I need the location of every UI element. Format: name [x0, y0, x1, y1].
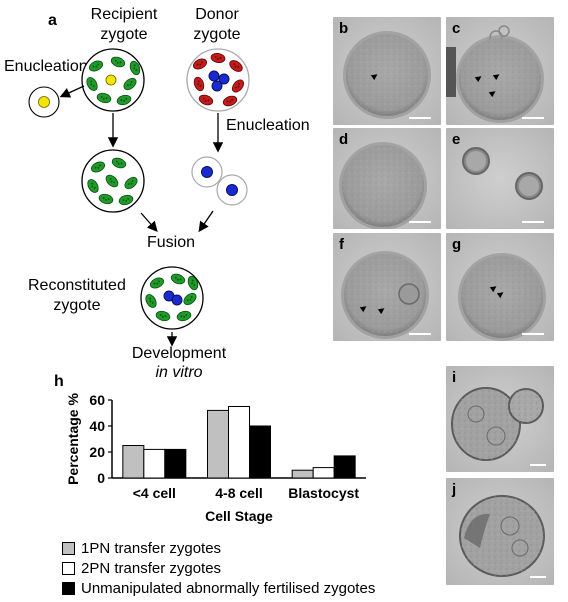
panel-f-letter: f: [339, 236, 344, 253]
scale-bar-c: [522, 117, 544, 119]
recipient-label-text: Recipient zygote: [90, 6, 158, 43]
micrograph-j: j: [446, 478, 554, 585]
scale-bar-g: [522, 333, 544, 335]
micrograph-c: c: [446, 17, 554, 125]
recipient-zygote: [81, 48, 145, 112]
micrograph-i: i: [446, 366, 554, 472]
schematic-drawing: [28, 48, 250, 347]
bar-chart-h: 0 20 40 60 <4 cell 4-8 cell Blastocyst Percenta…: [65, 392, 366, 524]
chart-legend: 1PN transfer zygotes 2PN transfer zygote…: [0, 540, 420, 602]
micrograph-e: e: [446, 128, 554, 229]
scale-bar-f: [409, 333, 431, 335]
legend-label-2pn: 2PN transfer zygotes: [81, 560, 222, 577]
scale-bar-j: [530, 576, 546, 578]
panel-a-schematic: a Recipient zygote Donor zygote Enucleat…: [0, 0, 330, 381]
panel-e-letter: e: [452, 131, 461, 148]
yellow-pronucleus: [105, 74, 117, 86]
scale-bar-b: [409, 117, 431, 119]
panel-b-letter: b: [339, 20, 349, 37]
bar: [143, 448, 166, 479]
legend-swatch-2pn: [62, 562, 75, 575]
y-axis-label: Percentage %: [65, 393, 81, 485]
micrograph-f: f: [333, 233, 441, 341]
schematic-arrows: [59, 85, 224, 347]
in-vitro-label: in vitro: [155, 364, 203, 381]
y-tick-label: 20: [89, 444, 105, 460]
y-tick-label: 0: [97, 470, 105, 486]
bar: [207, 409, 229, 479]
donor-zygote: [186, 48, 250, 112]
legend-swatch-unmanipulated: [62, 582, 75, 595]
scale-bar-i: [530, 464, 546, 466]
panel-a-letter: a: [48, 12, 57, 29]
micrograph-g: g: [446, 233, 554, 341]
panel-g-letter: g: [452, 236, 462, 253]
bar: [122, 445, 145, 479]
x-tick-label: <4 cell: [133, 485, 176, 501]
x-tick-label: 4-8 cell: [215, 485, 262, 501]
bar: [312, 467, 335, 479]
y-tick-label: 60: [89, 392, 105, 408]
recipient-zygote-label: Recipient zygote: [91, 5, 158, 45]
donor-karyoplasts: [191, 156, 248, 206]
reconstituted-zygote-label: Reconstituted zygote: [28, 276, 126, 316]
panel-c-letter: c: [452, 20, 461, 37]
panel-i-letter: i: [452, 369, 457, 386]
bar: [333, 455, 356, 479]
development-label: Development: [131, 345, 227, 362]
legend-label-unmanipulated: Unmanipulated abnormally fertilised zygo…: [81, 580, 376, 597]
legend-label-1pn: 1PN transfer zygotes: [81, 540, 222, 557]
micrograph-b: b: [333, 17, 441, 125]
enucleation-right-label: Enucleation: [226, 117, 310, 134]
legend-swatch-1pn: [62, 542, 75, 555]
donor-zygote-label: Donor zygote: [193, 5, 240, 45]
bar: [291, 469, 314, 479]
panel-j-letter: j: [452, 481, 457, 498]
fusion-label: Fusion: [146, 234, 196, 251]
removed-karyoplast-left: [28, 86, 60, 118]
reconstituted-zygote: [140, 266, 204, 330]
bar: [228, 406, 250, 479]
panel-d-letter: d: [339, 131, 349, 148]
bar: [164, 448, 187, 479]
panel-h-letter: h: [54, 373, 64, 390]
scale-bar-d: [409, 221, 431, 223]
scale-bar-e: [522, 221, 544, 223]
bar: [249, 425, 271, 479]
x-axis-label: Cell Stage: [205, 508, 273, 524]
reconstituted-label-text: Reconstituted zygote: [28, 277, 126, 314]
enucleation-left-label: Enucleation: [4, 58, 88, 75]
x-tick-label: Blastocyst: [288, 485, 359, 501]
donor-label-text: Donor zygote: [193, 6, 241, 43]
micrograph-d: d: [333, 128, 441, 229]
enucleated-recipient: [81, 149, 145, 213]
y-tick-label: 40: [89, 418, 105, 434]
